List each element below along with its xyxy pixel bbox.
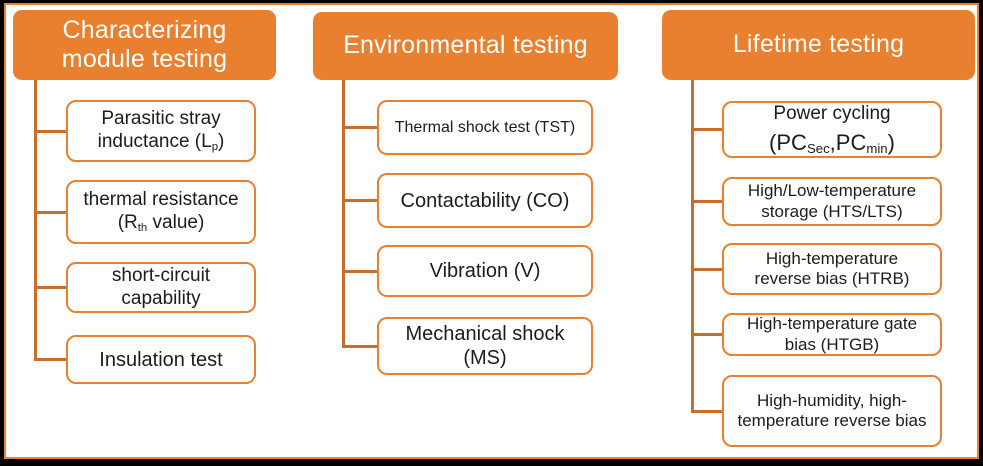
text-segment: Contactability (CO) bbox=[400, 189, 570, 212]
connector-trunk bbox=[34, 78, 37, 361]
text-segment: ) bbox=[218, 131, 225, 152]
header-lifetime-testing: Lifetime testing bbox=[662, 10, 975, 80]
connector-trunk bbox=[691, 78, 694, 413]
item-text-line: Mechanical shock bbox=[406, 322, 565, 346]
connector-branch bbox=[342, 126, 381, 129]
connector-branch bbox=[342, 269, 381, 273]
text-segment: storage (HTS/LTS) bbox=[761, 201, 903, 221]
text-segment: Vibration (V) bbox=[429, 260, 541, 282]
subscript-text: min bbox=[866, 141, 888, 157]
connector-branch bbox=[691, 267, 726, 271]
header-text-line: Characterizing bbox=[62, 15, 227, 44]
header-text-line: Lifetime testing bbox=[732, 30, 905, 59]
text-segment: High-temperature bbox=[765, 248, 899, 268]
item-text-line: Thermal shock test (TST) bbox=[395, 118, 575, 137]
connector-branch bbox=[34, 210, 70, 214]
text-segment: Mechanical shock bbox=[405, 323, 565, 345]
item-thermal-shock-test: Thermal shock test (TST) bbox=[377, 100, 593, 155]
connector-branch bbox=[691, 128, 726, 131]
text-segment: reverse bias (HTRB) bbox=[754, 269, 910, 288]
text-segment: (R bbox=[117, 212, 138, 233]
item-text-line: Power cycling bbox=[773, 100, 890, 128]
header-text-line: module testing bbox=[61, 45, 228, 73]
connector-branch bbox=[342, 199, 381, 202]
item-text-line: High-temperature gate bbox=[747, 314, 917, 334]
text-segment: Power cycling bbox=[773, 102, 891, 124]
item-vibration: Vibration (V) bbox=[377, 245, 593, 297]
item-text-line: (Rth value) bbox=[118, 212, 205, 235]
item-text-line: (PCSec,PCmin) bbox=[769, 127, 895, 159]
text-segment: Thermal shock test (TST) bbox=[394, 118, 576, 136]
item-text-line: Parasitic stray bbox=[101, 108, 220, 131]
text-segment: ,PC bbox=[829, 130, 867, 156]
item-text-line: High-temperature bbox=[766, 249, 898, 269]
text-segment: (MS) bbox=[463, 347, 507, 369]
subscript-text: p bbox=[211, 140, 219, 153]
item-text-line: inductance (Lp) bbox=[98, 131, 225, 154]
connector-branch bbox=[34, 358, 70, 361]
connector-branch bbox=[34, 129, 70, 133]
connector-branch bbox=[691, 409, 726, 413]
text-segment: value) bbox=[147, 212, 205, 233]
header-environmental-testing: Environmental testing bbox=[313, 12, 618, 80]
item-power-cycling: Power cycling (PCSec,PCmin) bbox=[722, 101, 942, 158]
connector-branch bbox=[34, 286, 70, 289]
item-text-line: bias (HTGB) bbox=[785, 335, 879, 355]
text-segment: capability bbox=[121, 287, 201, 309]
text-segment: High-temperature gate bbox=[746, 314, 918, 334]
text-segment: (PC bbox=[769, 130, 807, 156]
item-text-line: High-humidity, high- bbox=[757, 391, 907, 411]
connector-branch bbox=[691, 333, 726, 336]
item-text-line: thermal resistance bbox=[83, 189, 238, 212]
item-text-line: temperature reverse bias bbox=[738, 411, 927, 431]
item-text-line: capability bbox=[121, 288, 200, 311]
item-text-line: storage (HTS/LTS) bbox=[761, 202, 902, 222]
item-thermal-resistance: thermal resistance(Rth value) bbox=[66, 180, 256, 244]
text-segment: High/Low-temperature bbox=[747, 181, 917, 201]
item-text-line: Insulation test bbox=[99, 348, 222, 372]
text-segment: ) bbox=[887, 130, 895, 156]
text-segment: High-humidity, high- bbox=[757, 390, 907, 410]
subscript-text: Sec bbox=[806, 141, 830, 157]
item-text-line: High/Low-temperature bbox=[748, 181, 916, 201]
item-insulation-test: Insulation test bbox=[66, 335, 256, 384]
text-segment: inductance (L bbox=[97, 131, 212, 152]
item-text-line: Vibration (V) bbox=[430, 259, 541, 283]
subscript-text: th bbox=[137, 221, 148, 234]
connector-branch bbox=[342, 344, 381, 348]
connector-trunk bbox=[342, 78, 345, 348]
item-contactability: Contactability (CO) bbox=[377, 173, 593, 228]
header-text-line: Environmental testing bbox=[343, 31, 588, 60]
text-segment: Parasitic stray bbox=[101, 108, 221, 130]
text-segment: temperature reverse bias bbox=[737, 411, 927, 430]
connector-branch bbox=[691, 200, 726, 203]
text-segment: short-circuit bbox=[111, 264, 211, 286]
text-segment: thermal resistance bbox=[83, 189, 239, 211]
item-text-line: reverse bias (HTRB) bbox=[755, 269, 910, 289]
item-mechanical-shock: Mechanical shock(MS) bbox=[377, 317, 593, 375]
item-high-humidity-high-temperature-reverse-bias: High-humidity, high-temperature reverse … bbox=[722, 375, 942, 447]
item-text-line: Contactability (CO) bbox=[401, 189, 570, 213]
item-text-line: short-circuit bbox=[112, 265, 210, 288]
item-text-line: (MS) bbox=[463, 346, 506, 370]
text-segment: Insulation test bbox=[99, 348, 223, 371]
text-segment: bias (HTGB) bbox=[784, 334, 880, 354]
